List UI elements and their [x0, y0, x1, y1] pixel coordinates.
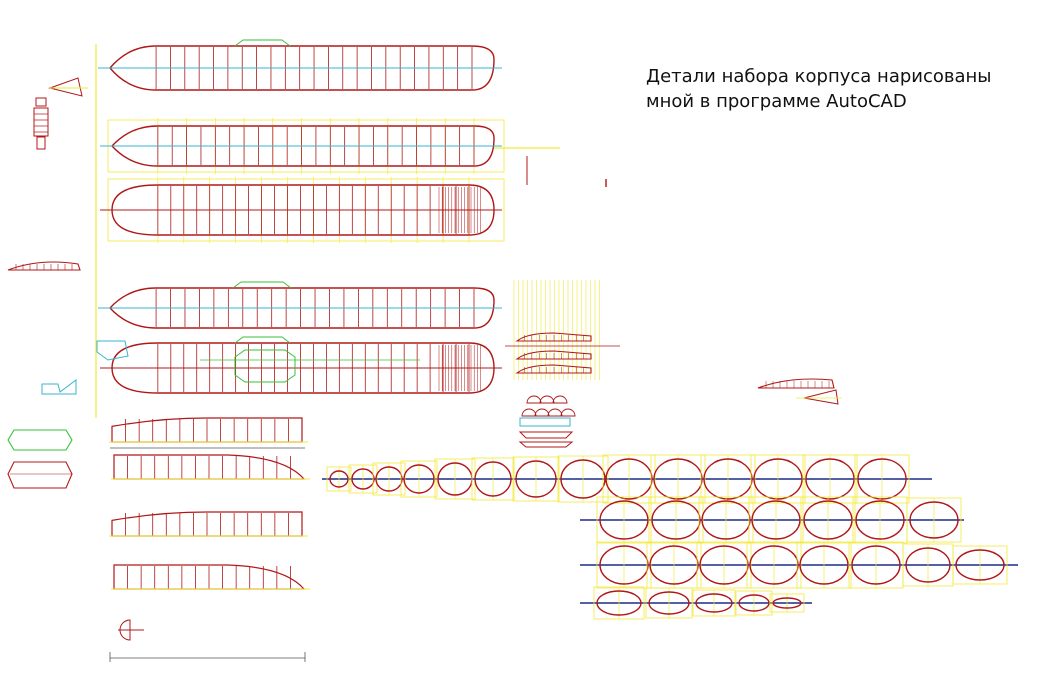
small-detail-parts [7, 77, 842, 662]
frame-section [329, 470, 349, 488]
dome-part [539, 395, 555, 404]
strut-foot [36, 136, 46, 150]
hull-framing-views [98, 39, 505, 394]
cyan-strip [519, 417, 571, 427]
frame-section [738, 594, 770, 612]
frame-section [351, 468, 375, 490]
cyan-part [41, 379, 77, 395]
frame-section [805, 458, 855, 500]
stabilizer-profile [7, 261, 81, 271]
deck-piece [234, 39, 291, 47]
strut-body [33, 107, 49, 137]
frame-section [599, 500, 649, 540]
frame-section [649, 545, 699, 585]
yellow-guide-lines [95, 44, 607, 418]
frame-section [474, 461, 512, 497]
hull-view [98, 39, 502, 91]
hull-outline [109, 287, 495, 329]
dome-part [547, 408, 563, 417]
hull-outline [109, 45, 495, 91]
dome-part [526, 395, 542, 404]
deck-piece [234, 336, 291, 344]
frame-section [799, 545, 849, 585]
hull-view [100, 177, 505, 243]
frame-section [909, 501, 959, 539]
frame-section [695, 593, 733, 613]
frame-section [701, 500, 751, 540]
frame-section [515, 460, 557, 498]
deck-piece [232, 281, 292, 289]
small-tail-fin [803, 389, 839, 405]
panel-outline [111, 511, 303, 537]
frame-section [772, 597, 802, 609]
frame-section [651, 500, 701, 540]
frame-section [596, 590, 642, 616]
hull-view [100, 118, 505, 174]
hull-outline [111, 184, 495, 236]
half-disc [119, 619, 131, 641]
fin-profile [515, 332, 592, 342]
frame-section [803, 500, 853, 540]
inner-panel [234, 349, 296, 383]
strip-part [518, 431, 574, 439]
hull-outline [111, 125, 495, 167]
dome-part [560, 408, 576, 417]
frame-section [905, 547, 951, 583]
frame-section [560, 459, 606, 499]
frame-section [653, 458, 703, 500]
dome-part [534, 408, 550, 417]
frame-section [753, 458, 803, 500]
keel-panel [109, 511, 308, 537]
strut-top [35, 97, 47, 107]
small-fin [757, 378, 835, 389]
caption-line-2: мной в программе AutoCAD [646, 91, 907, 112]
keel-panel [111, 564, 310, 590]
dome-part [521, 408, 537, 417]
tail-fin [48, 77, 83, 97]
green-plate [7, 429, 73, 451]
frame-section [851, 545, 901, 585]
frame-section [699, 545, 749, 585]
frame-section [403, 464, 435, 494]
red-plate [7, 461, 73, 489]
strut-part [33, 97, 49, 150]
hull-view [98, 281, 502, 329]
frame-section [599, 545, 649, 585]
hull-view [100, 336, 502, 394]
fin-profile [515, 350, 592, 360]
hull-outline [111, 342, 495, 394]
caption-line-1: Детали набора корпуса нарисованы [646, 66, 992, 87]
frame-section [857, 458, 907, 500]
fin-profile [515, 364, 592, 374]
frame-section [749, 545, 799, 585]
frame-section [648, 591, 690, 615]
frame-section [751, 500, 801, 540]
frame-section [855, 500, 905, 540]
strip-part [518, 441, 574, 448]
keel-panel [111, 454, 310, 480]
panel-outline [111, 417, 303, 443]
frame-section [375, 466, 403, 492]
drawing-caption: Детали набора корпуса нарисованы мной в … [646, 64, 992, 114]
cyan-bracket [96, 340, 129, 361]
dome-part [552, 395, 568, 404]
keel-panel [109, 417, 308, 443]
frame-section [703, 458, 753, 500]
frame-section [955, 549, 1005, 581]
frame-cross-sections [322, 454, 1018, 620]
frame-section [605, 458, 653, 500]
